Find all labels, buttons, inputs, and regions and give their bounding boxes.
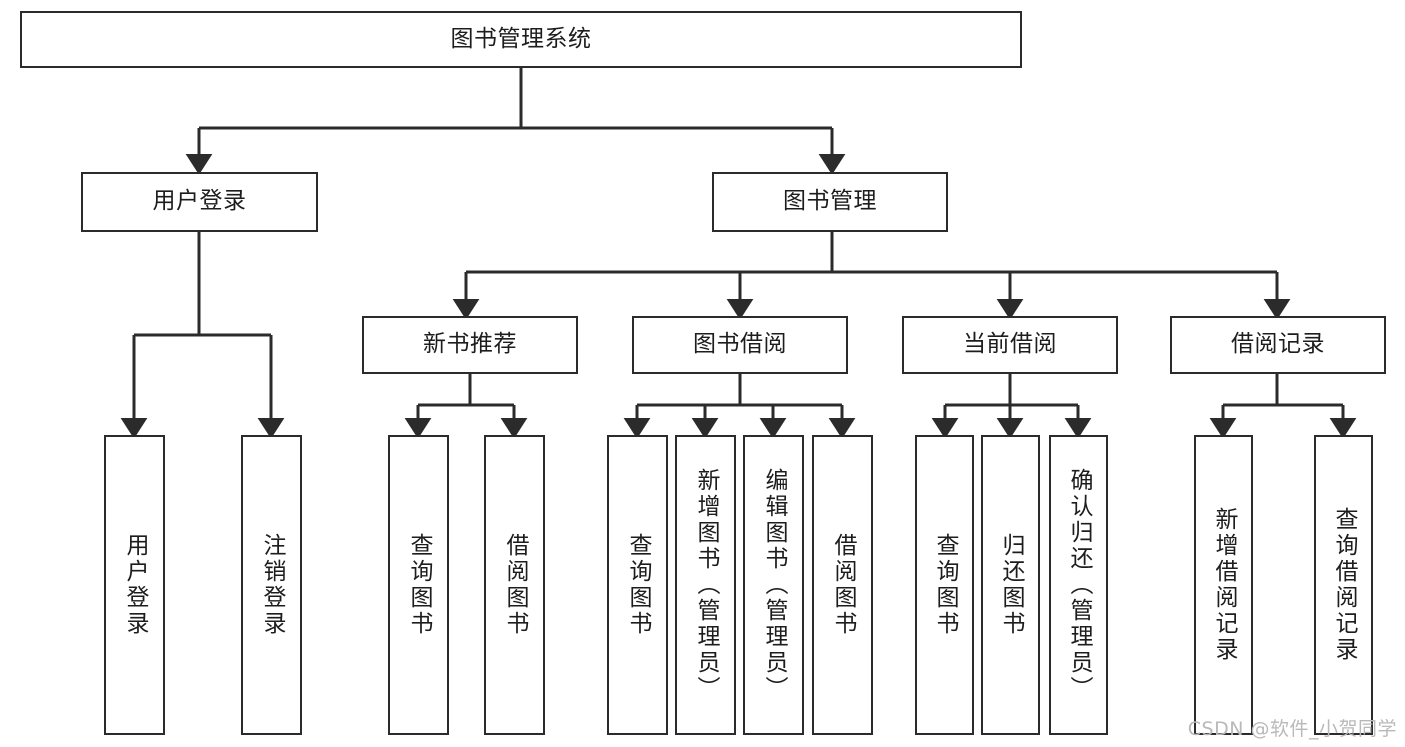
leaf-borrow-add-book-admin[interactable]: 新增图书（管理员） <box>675 435 736 735</box>
node-user-login-label: 用户登录 <box>152 188 247 215</box>
node-user-login[interactable]: 用户登录 <box>81 172 318 232</box>
leaf-newbook-borrow-book[interactable]: 借阅图书 <box>484 435 545 735</box>
leaf-borrow-edit-book-admin[interactable]: 编辑图书（管理员） <box>743 435 804 735</box>
leaf-borrow-edit-book-admin-label: 编辑图书（管理员） <box>761 468 787 702</box>
node-current-borrow-label: 当前借阅 <box>963 331 1057 358</box>
node-new-book-recommend-label: 新书推荐 <box>423 331 517 358</box>
node-current-borrow[interactable]: 当前借阅 <box>902 316 1118 374</box>
leaf-borrow-lend-book[interactable]: 借阅图书 <box>812 435 873 735</box>
leaf-current-return-book-label: 归还图书 <box>998 533 1024 637</box>
leaf-user-logout[interactable]: 注销登录 <box>241 435 302 735</box>
node-book-borrow[interactable]: 图书借阅 <box>632 316 848 374</box>
node-root[interactable]: 图书管理系统 <box>20 11 1022 68</box>
leaf-current-confirm-return-admin-label: 确认归还（管理员） <box>1066 468 1092 702</box>
leaf-borrow-query-book-label: 查询图书 <box>625 533 651 637</box>
node-book-management[interactable]: 图书管理 <box>712 172 948 232</box>
leaf-user-login[interactable]: 用户登录 <box>104 435 165 735</box>
leaf-current-query-book-label: 查询图书 <box>932 533 958 637</box>
node-book-borrow-label: 图书借阅 <box>693 331 787 358</box>
leaf-newbook-query-book[interactable]: 查询图书 <box>388 435 449 735</box>
node-new-book-recommend[interactable]: 新书推荐 <box>362 316 578 374</box>
leaf-borrow-lend-book-label: 借阅图书 <box>830 533 856 637</box>
leaf-current-return-book[interactable]: 归还图书 <box>981 435 1040 735</box>
leaf-current-query-book[interactable]: 查询图书 <box>915 435 974 735</box>
leaf-newbook-query-book-label: 查询图书 <box>406 533 432 637</box>
leaf-current-confirm-return-admin[interactable]: 确认归还（管理员） <box>1049 435 1108 735</box>
node-borrow-records-label: 借阅记录 <box>1231 331 1325 358</box>
leaf-record-query-borrow-record-label: 查询借阅记录 <box>1331 507 1357 663</box>
leaf-user-logout-label: 注销登录 <box>259 533 285 637</box>
leaf-record-add-borrow-record-label: 新增借阅记录 <box>1211 507 1237 663</box>
node-root-label: 图书管理系统 <box>450 25 592 52</box>
leaf-record-add-borrow-record[interactable]: 新增借阅记录 <box>1194 435 1253 735</box>
leaf-newbook-borrow-book-label: 借阅图书 <box>502 533 528 637</box>
node-borrow-records[interactable]: 借阅记录 <box>1170 316 1386 374</box>
leaf-borrow-add-book-admin-label: 新增图书（管理员） <box>693 468 719 702</box>
leaf-user-login-label: 用户登录 <box>122 533 148 637</box>
node-book-management-label: 图书管理 <box>783 188 877 215</box>
leaf-record-query-borrow-record[interactable]: 查询借阅记录 <box>1314 435 1373 735</box>
leaf-borrow-query-book[interactable]: 查询图书 <box>607 435 668 735</box>
csdn-watermark: CSDN @软件_小贺同学 <box>1187 718 1397 740</box>
